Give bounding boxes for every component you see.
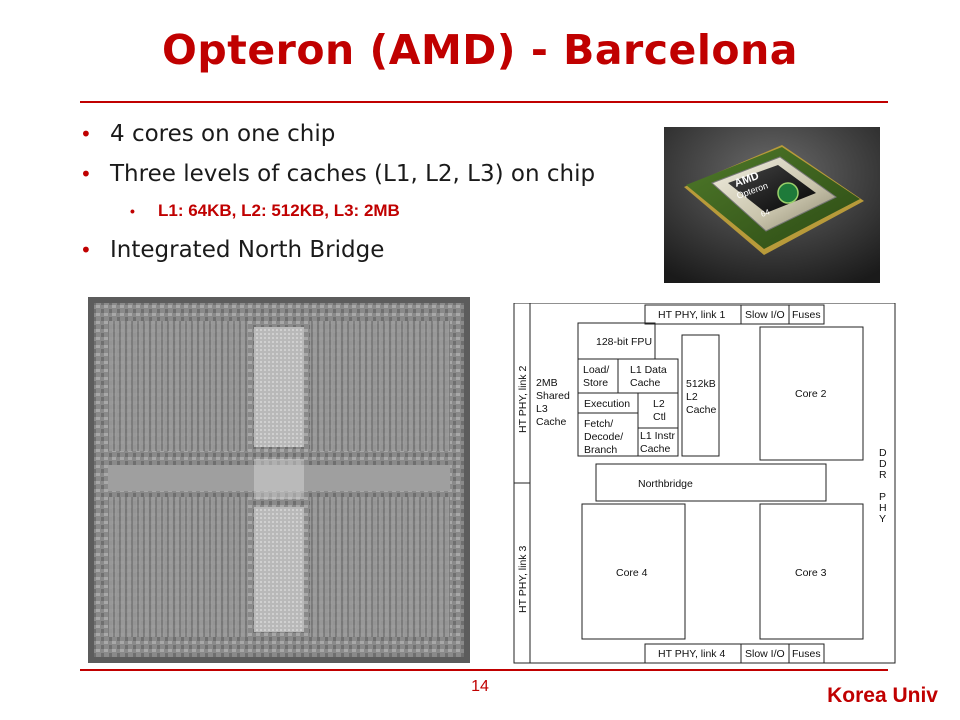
svg-text:P: P xyxy=(879,491,886,503)
bullet-text: Three levels of caches (L1, L2, L3) on c… xyxy=(110,161,596,187)
l2-cache-label: 512kB xyxy=(686,378,716,390)
fpu-label: 128-bit FPU xyxy=(596,336,652,348)
slow-io-top-label: Slow I/O xyxy=(745,309,785,321)
amd-arrow-logo-icon xyxy=(777,182,799,204)
ht-link3-label: HT PHY, link 3 xyxy=(517,546,529,613)
die-photo xyxy=(88,297,470,663)
fetch-label: Fetch/ xyxy=(584,418,613,430)
l2-cache-label: Cache xyxy=(686,404,717,416)
load-store-label: Store xyxy=(583,377,608,389)
northbridge-label: Northbridge xyxy=(638,478,693,490)
fuses-bottom-label: Fuses xyxy=(792,648,821,660)
l3-label: L3 xyxy=(536,403,548,415)
ht-link3-box xyxy=(513,482,531,664)
l2-ctl-label: L2 xyxy=(653,398,665,410)
sub-bullet-text: L1: 64KB, L2: 512KB, L3: 2MB xyxy=(158,201,400,220)
l1-data-label: Cache xyxy=(630,377,661,389)
l3-label: 2MB xyxy=(536,377,558,389)
ddr-phy-label: D D R P H Y xyxy=(879,447,887,525)
fuses-top-box xyxy=(788,304,825,325)
bullet-item: • 4 cores on one chip xyxy=(80,116,640,156)
opteron-chip-photo: AMD Opteron 64 xyxy=(664,127,880,283)
bullet-list: • 4 cores on one chip • Three levels of … xyxy=(80,116,640,272)
slow-io-bottom-label: Slow I/O xyxy=(745,648,785,660)
chip-badge-label: 64 xyxy=(760,207,772,219)
sub-bullet-item: • L1: 64KB, L2: 512KB, L3: 2MB xyxy=(80,196,640,232)
bullet-text: 4 cores on one chip xyxy=(110,121,336,147)
ht-link1-label: HT PHY, link 1 xyxy=(658,309,725,321)
l1-instr-label: Cache xyxy=(640,443,671,455)
core3-box xyxy=(759,503,864,640)
svg-text:R: R xyxy=(879,469,887,481)
l3-label: Shared xyxy=(536,390,570,402)
ht-link4-label: HT PHY, link 4 xyxy=(658,648,725,660)
footer-institution: Korea Univ xyxy=(827,684,938,707)
bullet-item: • Integrated North Bridge xyxy=(80,232,640,272)
core4-box xyxy=(581,503,686,640)
bullet-dot-icon: • xyxy=(80,238,92,262)
l2-cache-label: L2 xyxy=(686,391,698,403)
footer-divider xyxy=(80,669,888,671)
execution-label: Execution xyxy=(584,398,630,410)
svg-text:Y: Y xyxy=(879,513,886,525)
bullet-text: Integrated North Bridge xyxy=(110,237,385,263)
load-store-label: Load/ xyxy=(583,364,609,376)
core3-label: Core 3 xyxy=(795,567,827,579)
fuses-bottom-box xyxy=(788,643,825,664)
l1-data-label: L1 Data xyxy=(630,364,667,376)
page-number: 14 xyxy=(471,678,489,695)
l2-ctl-label: Ctl xyxy=(653,411,666,423)
l2-cache-box xyxy=(681,334,720,457)
core4-label: Core 4 xyxy=(616,567,648,579)
fetch-label: Decode/ xyxy=(584,431,623,443)
ht-link2-label: HT PHY, link 2 xyxy=(517,366,529,433)
bullet-item: • Three levels of caches (L1, L2, L3) on… xyxy=(80,156,640,196)
l1-instr-cache-box xyxy=(637,427,679,457)
core2-label: Core 2 xyxy=(795,388,827,400)
title-divider xyxy=(80,101,888,103)
svg-text:D: D xyxy=(879,447,887,459)
core2-box xyxy=(759,326,864,461)
fuses-top-label: Fuses xyxy=(792,309,821,321)
bullet-dot-icon: • xyxy=(130,203,135,219)
bullet-dot-icon: • xyxy=(80,162,92,186)
l1-instr-label: L1 Instr xyxy=(640,430,676,442)
l3-label: Cache xyxy=(536,416,567,428)
fetch-label: Branch xyxy=(584,444,617,456)
die-floorplan-diagram: HT PHY, link 2 HT PHY, link 3 HT PHY, li… xyxy=(513,303,896,664)
svg-text:H: H xyxy=(879,502,887,514)
svg-text:D: D xyxy=(879,458,887,470)
bullet-dot-icon: • xyxy=(80,122,92,146)
slide-title: Opteron (AMD) - Barcelona xyxy=(162,26,798,74)
die-outline xyxy=(529,303,896,664)
northbridge-box xyxy=(595,463,827,502)
